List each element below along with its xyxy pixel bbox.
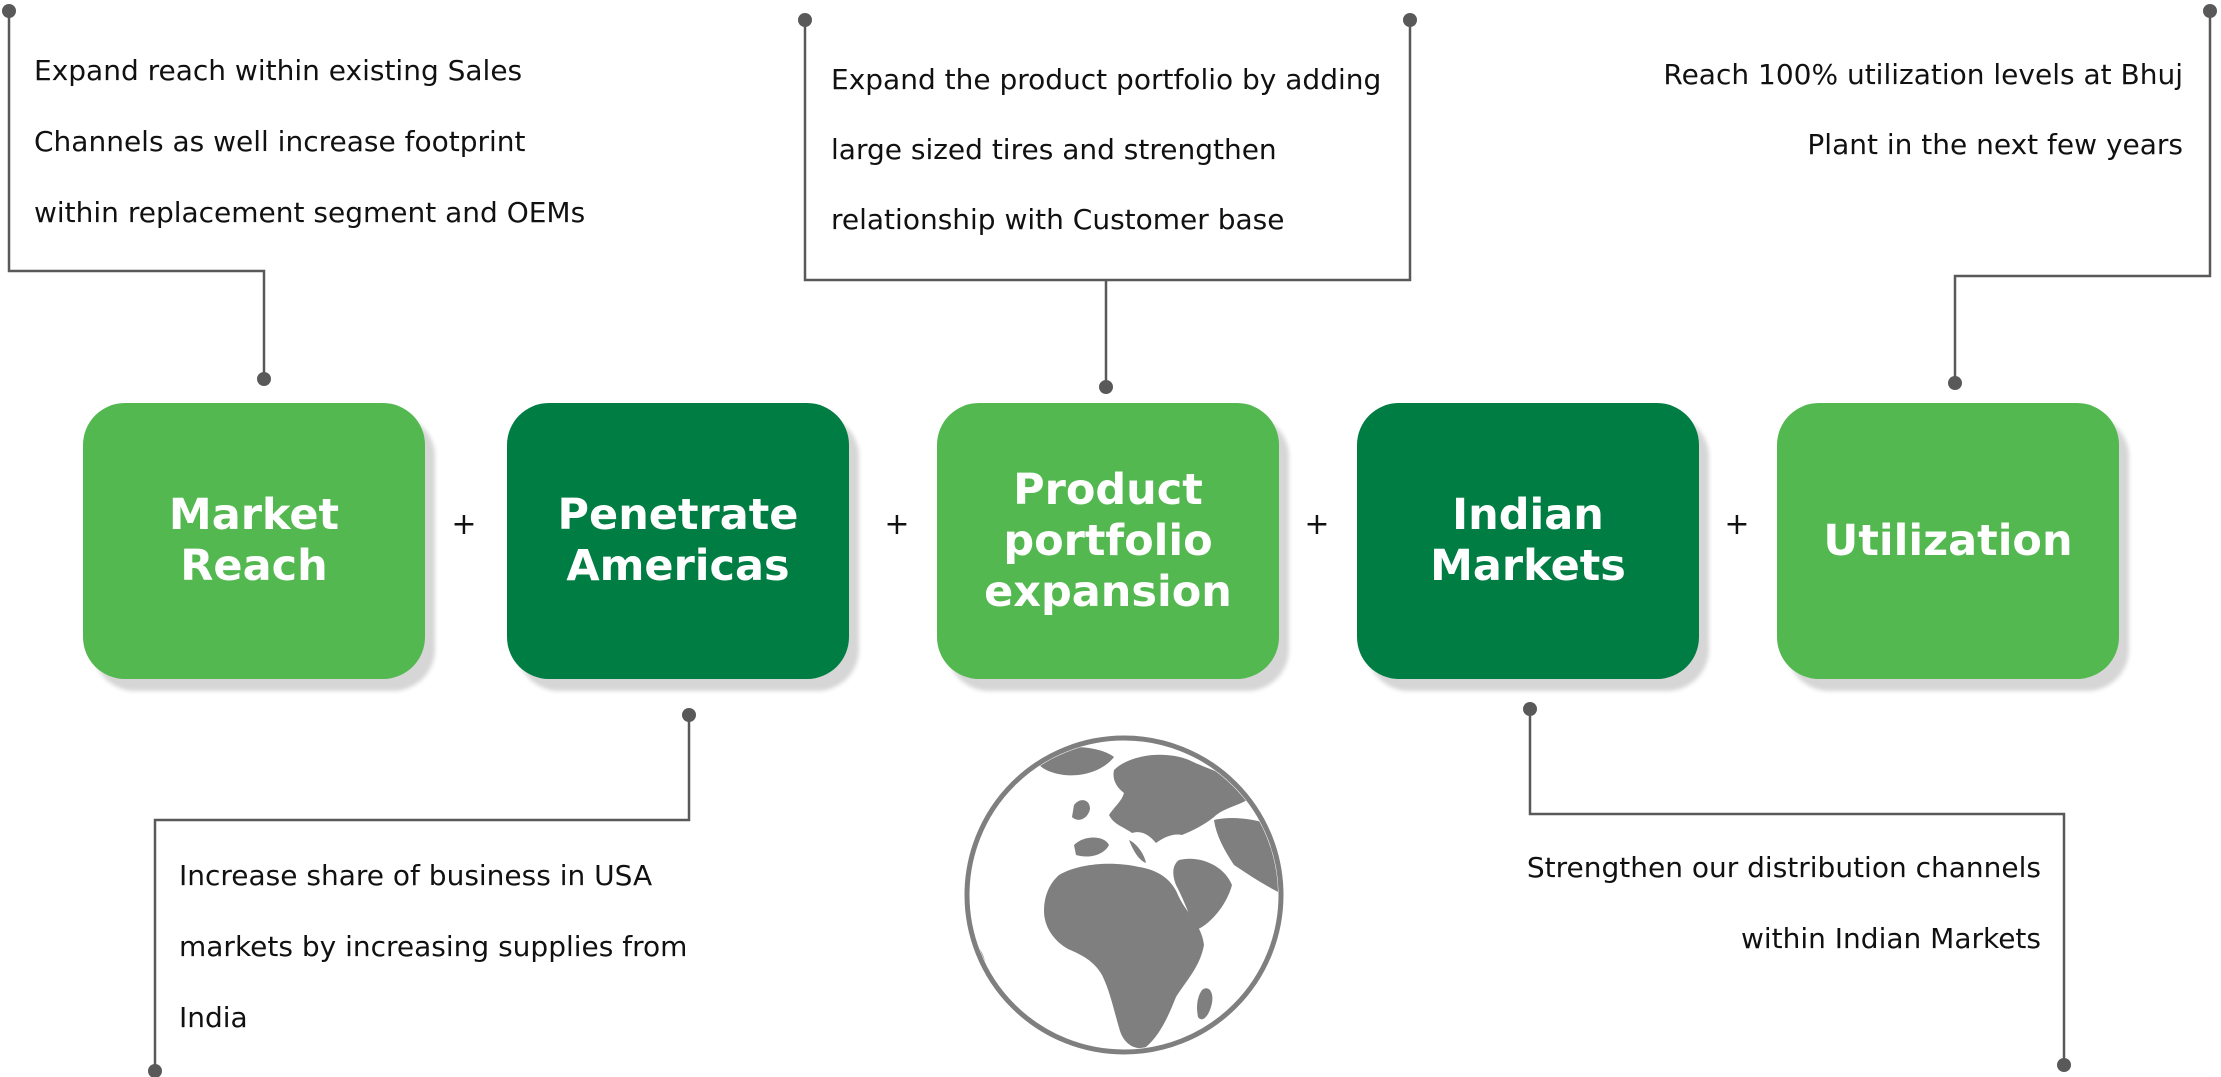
note-line: India — [179, 1001, 248, 1034]
connector-dot — [2, 4, 16, 18]
plus-sign: + — [884, 507, 910, 542]
plus-sign: + — [451, 507, 477, 542]
product-portfolio-label: Product portfolio expansion — [984, 464, 1232, 617]
connector-dot — [682, 708, 696, 722]
note-line: Expand the product portfolio by adding — [831, 63, 1382, 96]
note-line: Channels as well increase footprint — [34, 125, 526, 158]
note-line: relationship with Customer base — [831, 203, 1285, 236]
utilization-connector — [1953, 11, 2212, 383]
plus-sign: + — [1724, 507, 1750, 542]
note-line: Plant in the next few years — [1807, 128, 2183, 161]
market-reach-connector — [7, 11, 266, 379]
globe-icon — [964, 735, 1284, 1055]
note-line: Expand reach within existing Sales — [34, 54, 523, 87]
indian-markets-connector — [1528, 709, 2066, 1065]
note-line: Strengthen our distribution channels — [1526, 851, 2041, 884]
market-reach-note: Expand reach within existing Sales Chann… — [34, 35, 585, 248]
americas-note: Increase share of business in USA market… — [179, 840, 687, 1053]
connector-dot — [2203, 4, 2217, 18]
utilization-note: Reach 100% utilization levels at Bhuj Pl… — [1663, 40, 2183, 180]
connector-dot — [148, 1064, 162, 1077]
note-line: within replacement segment and OEMs — [34, 196, 586, 229]
note-line: within Indian Markets — [1740, 922, 2041, 955]
connector-dot — [1948, 376, 1962, 390]
note-line: large sized tires and strengthen — [831, 133, 1277, 166]
connector-dot — [257, 372, 271, 386]
product-portfolio-box: Product portfolio expansion — [937, 403, 1279, 679]
americas-connector — [153, 715, 691, 1071]
portfolio-note: Expand the product portfolio by adding l… — [831, 45, 1381, 255]
market-reach-box: Market Reach — [83, 403, 425, 679]
penetrate-americas-label: Penetrate Americas — [557, 490, 799, 591]
connector-dot — [2057, 1058, 2071, 1072]
connector-dot — [1403, 13, 1417, 27]
market-reach-label: Market Reach — [168, 490, 340, 591]
note-line: Increase share of business in USA — [179, 859, 653, 892]
note-line: markets by increasing supplies from — [179, 930, 688, 963]
indian-markets-label: Indian Markets — [1430, 490, 1626, 591]
connector-dot — [1099, 380, 1113, 394]
connector-dot — [1523, 702, 1537, 716]
portfolio-connector — [803, 20, 1412, 282]
plus-sign: + — [1304, 507, 1330, 542]
utilization-label: Utilization — [1823, 515, 2073, 566]
indian-markets-note: Strengthen our distribution channels wit… — [1527, 832, 2041, 974]
note-line: Reach 100% utilization levels at Bhuj — [1663, 58, 2183, 91]
connector-dot — [798, 13, 812, 27]
penetrate-americas-box: Penetrate Americas — [507, 403, 849, 679]
utilization-box: Utilization — [1777, 403, 2119, 679]
indian-markets-box: Indian Markets — [1357, 403, 1699, 679]
